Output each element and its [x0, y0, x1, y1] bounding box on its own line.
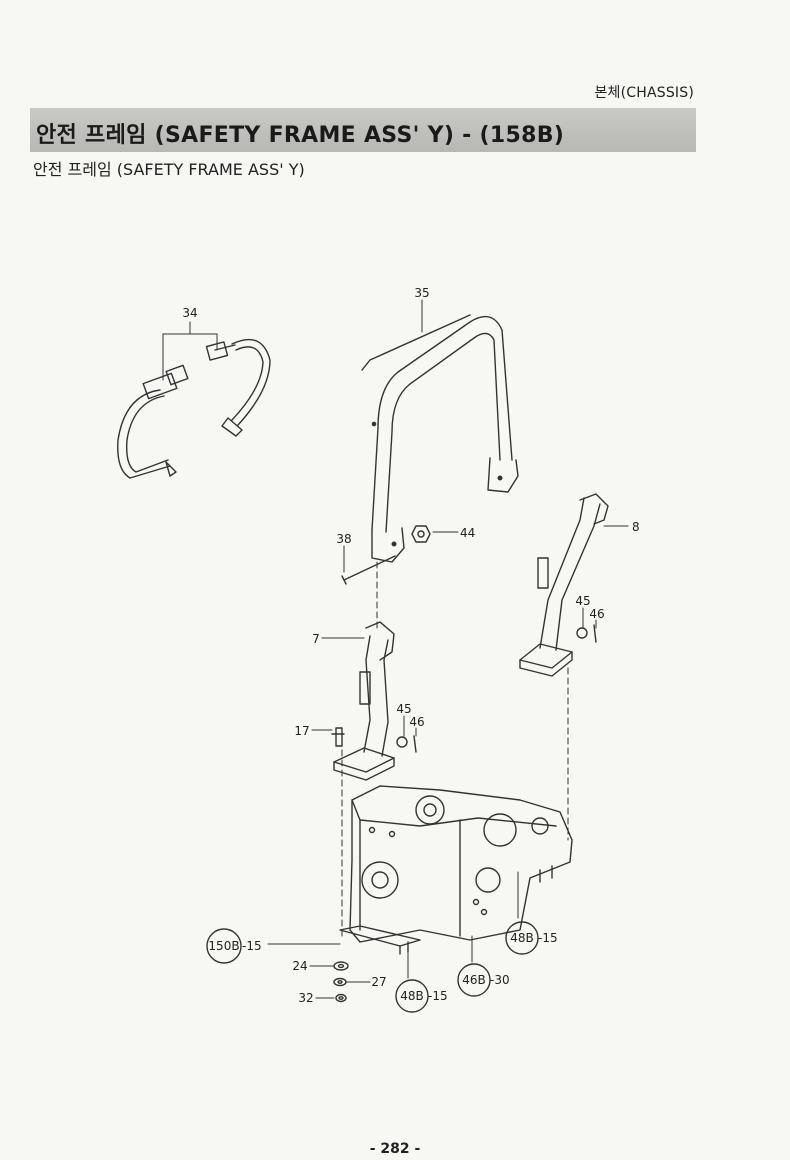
part-label-27: 27	[371, 975, 386, 989]
ref-suffix-48b-low: -15	[428, 989, 448, 1003]
ref-label-46b: 46B	[462, 973, 486, 987]
ref-suffix-150b: -15	[242, 939, 262, 953]
part-label-7: 7	[312, 632, 320, 646]
seat-belt-illustration	[117, 321, 271, 479]
ref-circle-48b-right	[505, 921, 539, 955]
ref-suffix-48b-right: -15	[538, 931, 558, 945]
page-number: - 282 -	[369, 1141, 421, 1157]
ref-circle-46b	[457, 963, 491, 997]
part-label-8: 8	[632, 520, 640, 534]
page-title: 안전 프레임 (SAFETY FRAME ASS' Y) - (158B)	[36, 123, 565, 148]
right-bracket-illustration	[519, 493, 629, 677]
ref-label-48b-right: 48B	[510, 931, 534, 945]
ref-label-48b-low: 48B	[400, 989, 424, 1003]
title-banner	[30, 108, 696, 152]
ref-circle-150b	[206, 928, 242, 964]
part-label-44: 44	[460, 526, 475, 540]
part-label-32: 32	[298, 991, 313, 1005]
ref-circle-48b-low	[395, 979, 429, 1013]
section-label: 본체(CHASSIS)	[594, 85, 694, 101]
diagram-subtitle: 안전 프레임 (SAFETY FRAME ASS' Y)	[33, 160, 305, 179]
part-label-34: 34	[182, 306, 197, 320]
part-label-45-left: 45	[396, 702, 411, 716]
part-label-35: 35	[414, 286, 429, 300]
part-label-17: 17	[294, 724, 309, 738]
left-bracket-illustration	[311, 621, 417, 781]
rops-frame-illustration	[361, 299, 519, 563]
part-label-46-left: 46	[409, 715, 424, 729]
bolt-nut-illustration	[341, 525, 459, 585]
part-label-46-right: 46	[589, 607, 604, 621]
part-label-38: 38	[336, 532, 351, 546]
part-label-24: 24	[292, 959, 307, 973]
ref-suffix-46b: -30	[490, 973, 510, 987]
part-label-45-right: 45	[575, 594, 590, 608]
ref-label-150b: 150B	[208, 939, 239, 953]
transmission-housing-illustration	[339, 785, 573, 955]
